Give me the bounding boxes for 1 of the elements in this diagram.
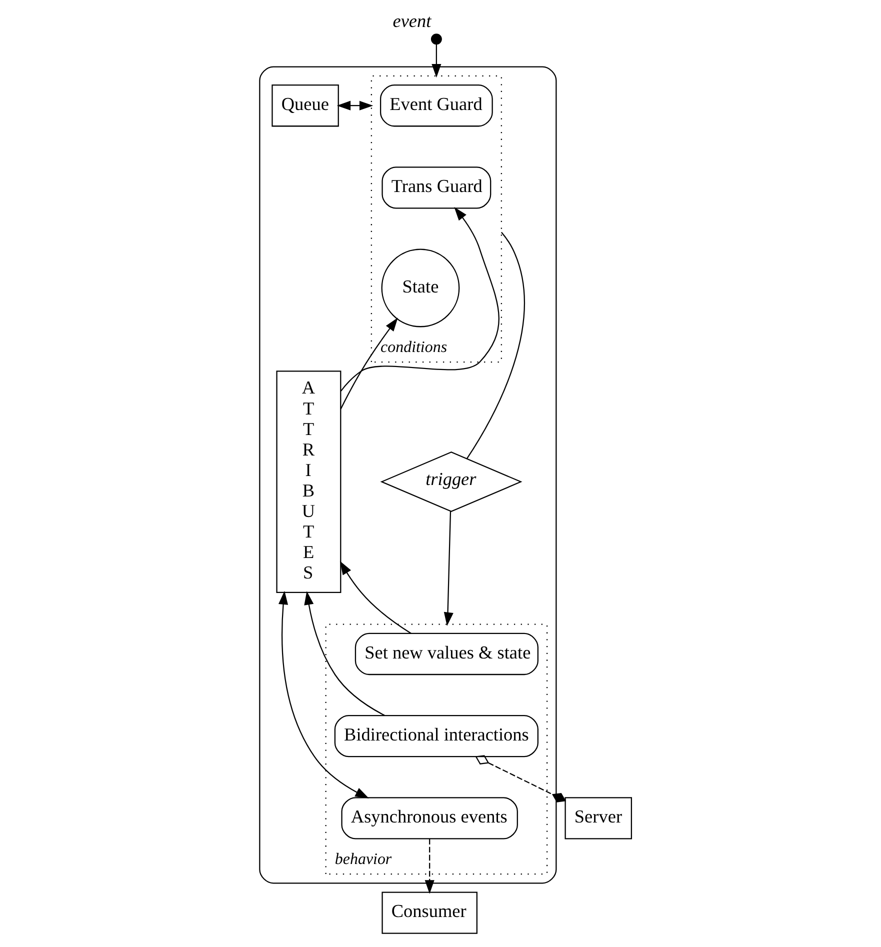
node-label: event bbox=[392, 11, 431, 32]
